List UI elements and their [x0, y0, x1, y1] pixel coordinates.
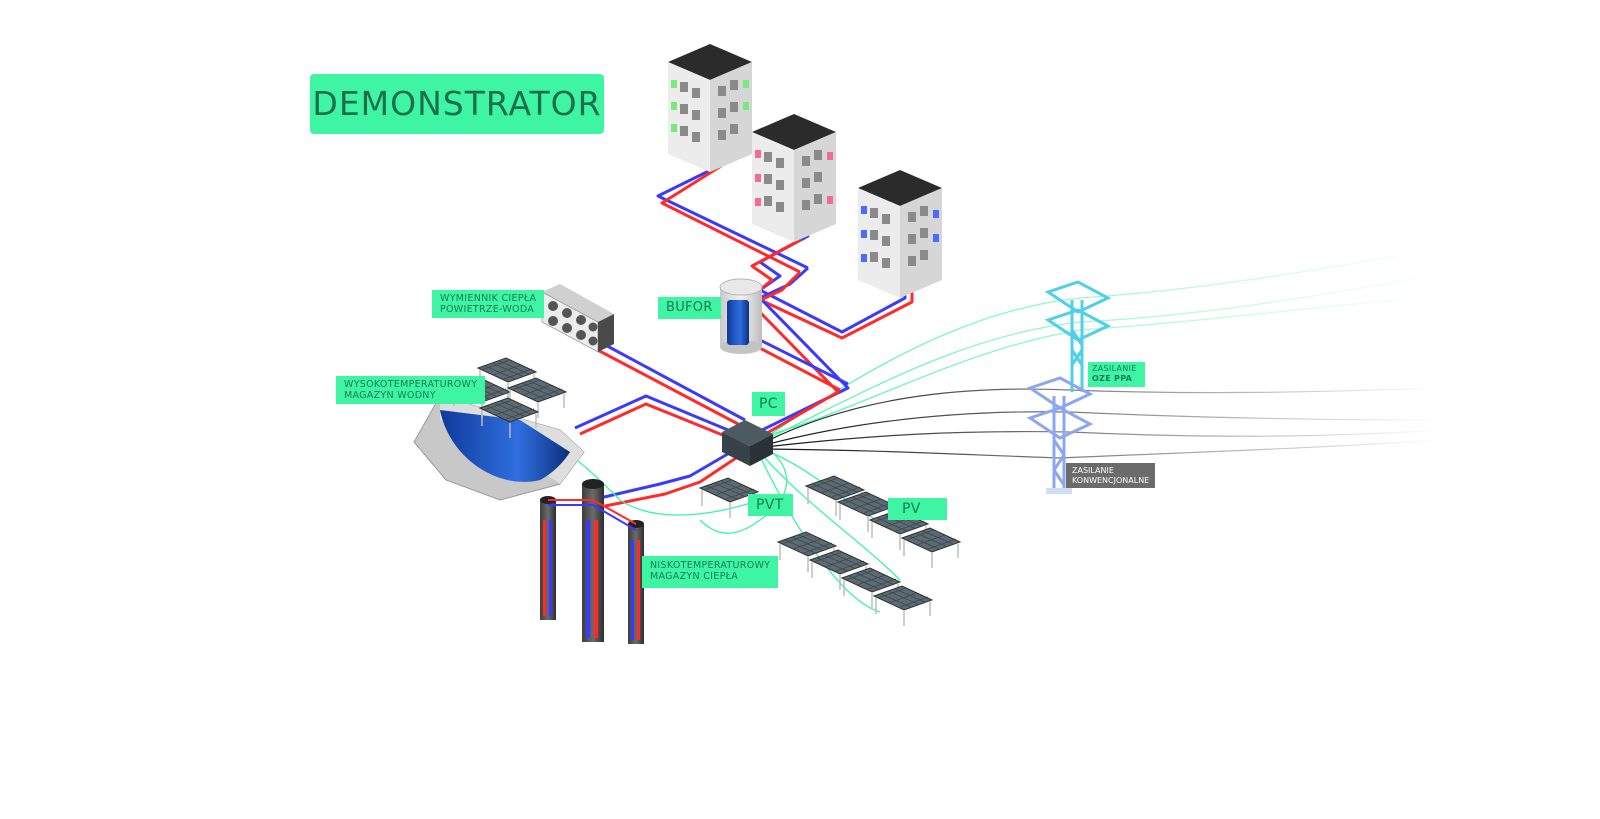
heat-pump-label: PC — [752, 392, 785, 416]
conventional-supply-label-line1: ZASILANIE — [1072, 466, 1114, 475]
pvt-label: PVT — [748, 494, 794, 516]
ppa-supply-label-line1: ZASILANIE — [1092, 364, 1137, 373]
conventional-supply-label-line2: KONWENCJONALNE — [1072, 475, 1150, 485]
low-temp-storage-label-line1: NISKOTEMPERATUROWY — [650, 560, 771, 571]
low-temp-storage-label: NISKOTEMPERATUROWY MAGAZYN CIEPŁA — [642, 556, 779, 588]
pv-label: PV — [888, 498, 947, 520]
borehole-icon — [540, 479, 644, 644]
high-temp-storage-label: WYSOKOTEMPERATUROWY MAGAZYN WODNY — [336, 376, 486, 404]
buffer-tank-icon — [719, 278, 763, 354]
building-3-icon — [858, 170, 942, 298]
ppa-supply-label: ZASILANIE OZE PPA — [1088, 362, 1145, 387]
power-tower-icon — [1026, 376, 1094, 494]
ppa-supply-label-line2: OZE PPA — [1092, 374, 1133, 383]
low-temp-storage-label-line2: MAGAZYN CIEPŁA — [650, 571, 739, 582]
exchanger-label: WYMIENNIK CIEPŁA POWIETRZE-WODA — [432, 290, 545, 318]
page-title: DEMONSTRATOR — [310, 74, 604, 134]
exchanger-label-line2: POWIETRZE-WODA — [440, 304, 535, 315]
heat-pump-icon — [722, 420, 773, 466]
building-2-icon — [752, 114, 836, 242]
buffer-label: BUFOR — [658, 297, 721, 319]
water-storage-icon — [413, 357, 585, 501]
conventional-power-lines — [764, 387, 1441, 459]
ppa-power-lines — [764, 247, 1441, 441]
building-1-icon — [668, 44, 752, 172]
exchanger-label-line1: WYMIENNIK CIEPŁA — [440, 293, 537, 304]
high-temp-storage-label-line2: MAGAZYN WODNY — [344, 390, 436, 401]
power-tower-icon — [1044, 280, 1112, 392]
conventional-supply-label: ZASILANIE KONWENCJONALNE — [1066, 463, 1156, 488]
air-water-heat-exchanger-icon — [541, 284, 614, 353]
high-temp-storage-label-line1: WYSOKOTEMPERATUROWY — [344, 379, 478, 390]
